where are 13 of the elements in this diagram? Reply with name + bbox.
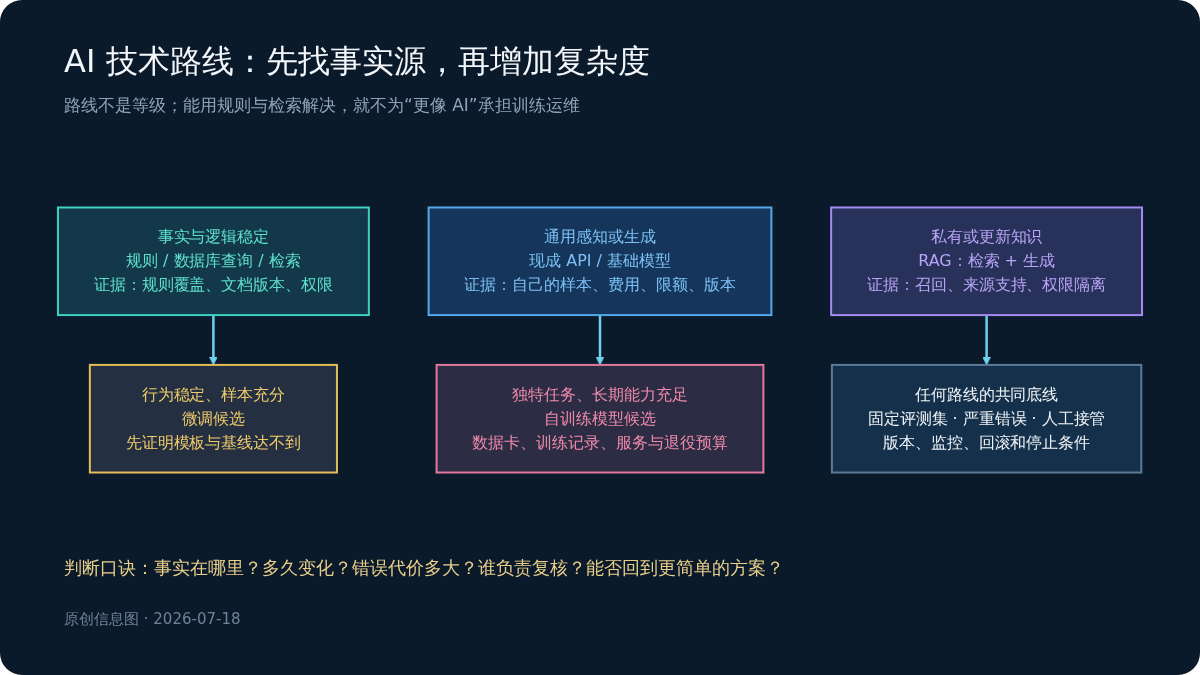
arrow (595, 315, 605, 366)
node-box: 通用感知或生成 现成 API / 基础模型 证据：自己的样本、费用、限额、版本 (427, 206, 773, 317)
node-box: 任何路线的共同底线 固定评测集 · 严重错误 · 人工接管 版本、监控、回滚和停止条件 (830, 363, 1143, 474)
node-box: 私有或更新知识 RAG：检索 + 生成 证据：召回、来源支持、权限隔离 (830, 206, 1144, 317)
arrow (982, 315, 991, 366)
footer-credit: 原创信息图 · 2026-07-18 (64, 610, 241, 629)
arrow (209, 315, 218, 366)
title: AI 技术路线：先找事实源，再增加复杂度 (64, 41, 650, 82)
subtitle: 路线不是等级；能用规则与检索解决，就不为“更像 AI”承担训练运维 (64, 94, 580, 117)
note: 判断口诀：事实在哪里？多久变化？错误代价多大？谁负责复核？能否回到更简单的方案？ (64, 556, 784, 580)
node-box: 独特任务、长期能力充足 自训练模型候选 数据卡、训练记录、服务与退役预算 (435, 363, 765, 474)
node-box: 事实与逻辑稳定 规则 / 数据库查询 / 检索 证据：规则覆盖、文档版本、权限 (56, 206, 370, 317)
node-box: 行为稳定、样本充分 微调候选 先证明模板与基线达不到 (88, 363, 338, 474)
